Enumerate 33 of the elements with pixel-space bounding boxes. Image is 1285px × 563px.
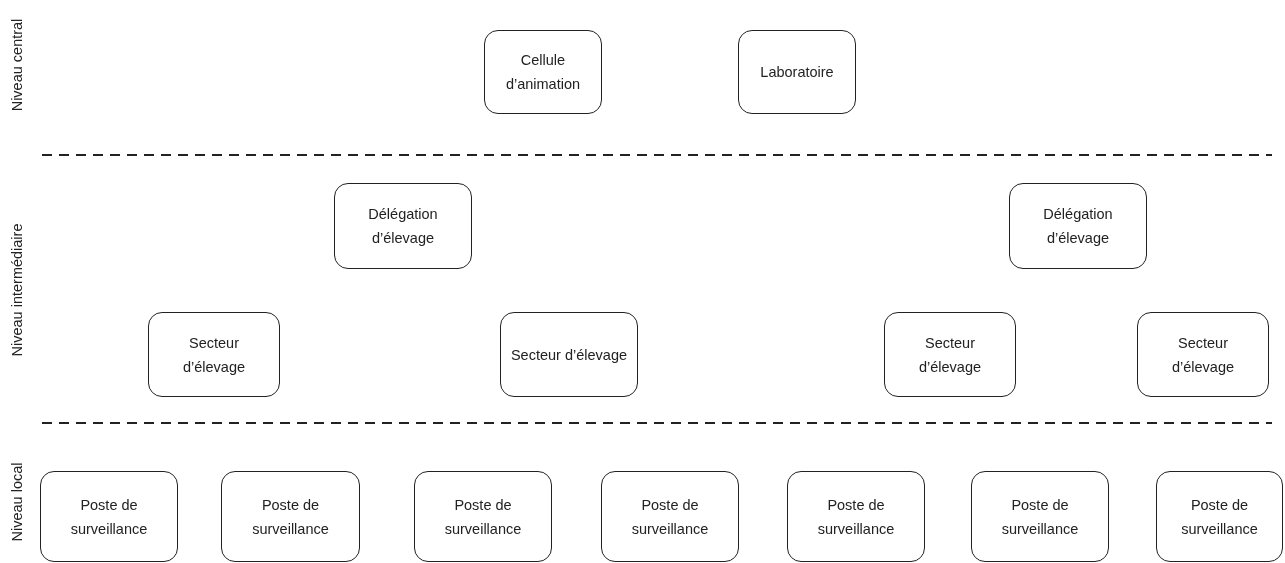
- box-label: Délégation d’élevage: [367, 205, 439, 248]
- box-label: Poste de surveillance: [816, 495, 896, 539]
- level-label: Niveau local: [9, 462, 25, 542]
- box-label: Poste de surveillance: [443, 495, 523, 539]
- level-label: Niveau central: [9, 18, 25, 112]
- rounded-box: [1009, 183, 1147, 269]
- box-label: Secteur d’élevage: [1170, 333, 1236, 377]
- rounded-box: [221, 471, 360, 562]
- box-label: Poste de surveillance: [1000, 495, 1080, 539]
- rounded-box: [500, 312, 638, 397]
- box-label: Laboratoire: [759, 63, 835, 82]
- rounded-box: [787, 471, 925, 562]
- rounded-box: [738, 30, 856, 114]
- level-label: Niveau intermédiaire: [9, 223, 25, 357]
- rounded-box: [971, 471, 1109, 562]
- rounded-box: [1137, 312, 1269, 397]
- box-label: Secteur d’élevage: [181, 333, 247, 377]
- rounded-box: [334, 183, 472, 269]
- rounded-box: [484, 30, 602, 114]
- rounded-box: [148, 312, 280, 397]
- rounded-box: [601, 471, 739, 562]
- box-label: Secteur d’élevage: [917, 333, 983, 377]
- box-label: Délégation d’élevage: [1042, 205, 1114, 248]
- rounded-box: [1156, 471, 1283, 562]
- rounded-box: [40, 471, 178, 562]
- box-label: Poste de surveillance: [630, 495, 710, 539]
- rounded-box: [884, 312, 1016, 397]
- box-label: Poste de surveillance: [69, 495, 149, 539]
- box-label: Cellule d’animation: [504, 51, 582, 94]
- rounded-box: [414, 471, 552, 562]
- box-label: Secteur d’élevage: [509, 345, 629, 365]
- box-label: Poste de surveillance: [251, 495, 330, 539]
- box-label: Poste de surveillance: [1180, 495, 1259, 539]
